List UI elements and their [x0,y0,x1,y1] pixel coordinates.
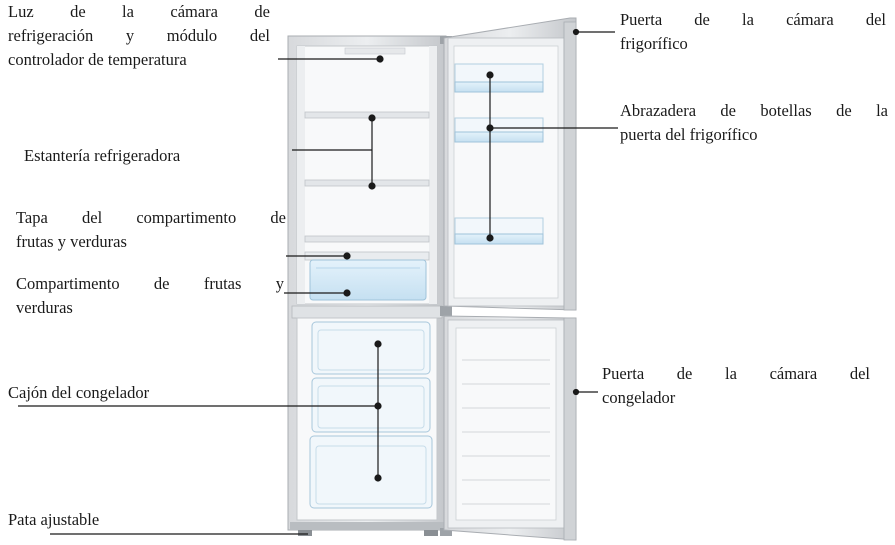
label-tapa: Tapa del compartimento de frutas y verdu… [16,208,286,251]
freezer-door-ribs [462,359,550,505]
door-bins [454,63,544,245]
label-puerta-congelador: Puerta de la cámara del congelador [602,364,870,407]
freezer-drawers [309,321,433,509]
label-puerta-frigorifico: Puerta de la cámara del frigorífico [620,10,886,53]
label-compartimento: Compartimento de frutas y verduras [16,274,284,317]
label-pata: Pata ajustable [8,510,100,529]
fridge-shelves [304,111,430,243]
label-abrazadera: Abrazadera de botellas de la puerta del … [620,101,888,144]
light-module [344,47,406,55]
crisper-drawer [309,259,427,301]
freezer-door [443,315,577,541]
label-estanteria: Estantería refrigeradora [24,146,181,165]
label-cajon: Cajón del congelador [8,383,150,402]
adjustable-foot-right [424,530,438,536]
label-luz: Luz de la cámara de refrigeración y módu… [8,2,270,69]
adjustable-foot-left [298,530,312,536]
fridge-door [443,17,577,311]
leader-lines [18,28,618,535]
cabinet-body [287,35,452,536]
